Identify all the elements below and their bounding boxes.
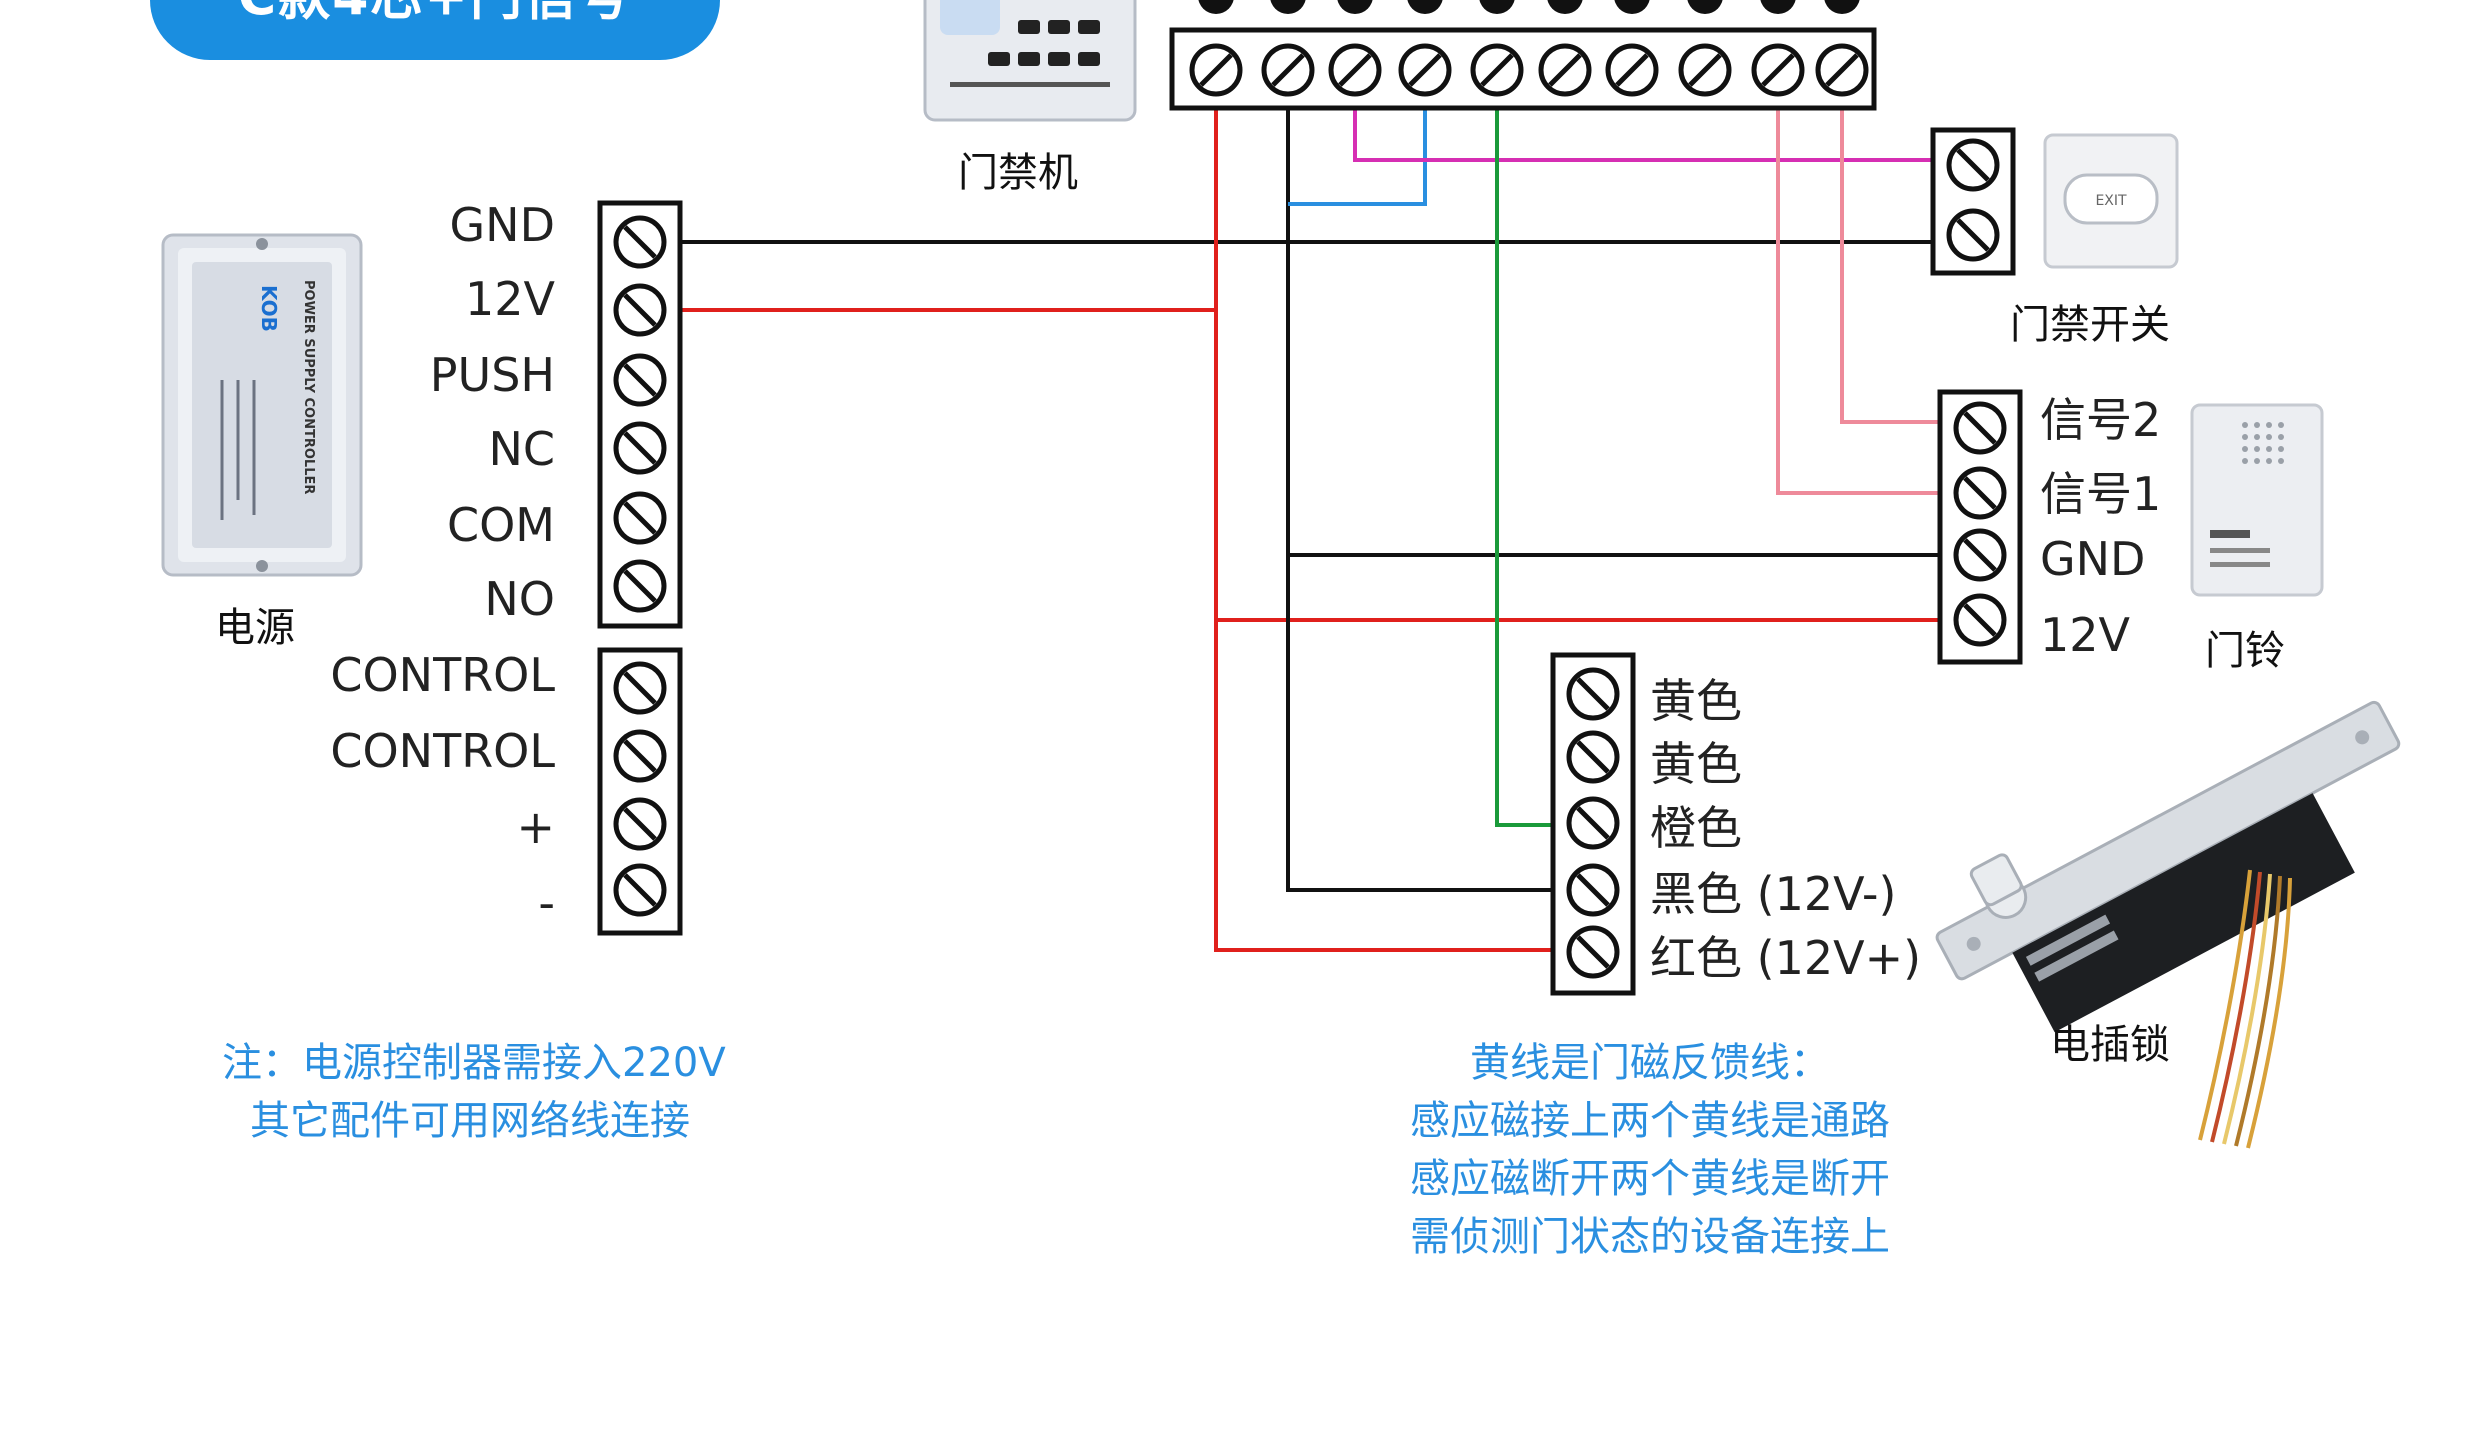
wire-magenta xyxy=(1353,110,1933,162)
terminal-label-nc: NC xyxy=(488,422,555,476)
access-controller-image xyxy=(923,0,1137,122)
controller-label: 门禁机 xyxy=(958,150,1078,196)
terminal-label-doorbell-gnd: GND xyxy=(2040,532,2146,586)
diagram-title: C款4芯+门信号 xyxy=(150,0,720,30)
svg-text:EXIT: EXIT xyxy=(2095,193,2127,209)
terminal-label-minus: - xyxy=(538,876,555,930)
lock-wire-red: 红色 (12V+) xyxy=(1650,931,1922,985)
terminal-label-plus: + xyxy=(516,800,555,854)
lock-wire-black: 黑色 (12V-) xyxy=(1650,867,1897,921)
note-right-line-1: 黄线是门磁反馈线： xyxy=(1470,1040,1830,1086)
exit-switch-label: 门禁开关 xyxy=(2010,302,2170,348)
wire-pink-signal1 xyxy=(1776,110,1940,495)
wires xyxy=(680,110,1940,952)
note-right-line-3: 感应磁断开两个黄线是断开 xyxy=(1410,1156,1890,1202)
terminal-label-no: NO xyxy=(484,572,555,626)
terminal-label-doorbell-12v: 12V xyxy=(2040,608,2131,662)
doorbell-label: 门铃 xyxy=(2205,628,2285,674)
power-terminal-block-2 xyxy=(597,647,683,936)
power-case-text: POWER SUPPLY CONTROLLER xyxy=(301,280,316,494)
note-right-line-2: 感应磁接上两个黄线是通路 xyxy=(1410,1098,1890,1144)
power-label: 电源 xyxy=(215,605,295,651)
wire-blue xyxy=(1288,110,1427,206)
lock-wire-yellow-1: 黄色 xyxy=(1650,674,1742,728)
note-left-line-1: 注：电源控制器需接入220V xyxy=(222,1040,726,1086)
doorbell-terminal-block xyxy=(1937,389,2023,665)
exit-switch-terminal-block xyxy=(1930,127,2016,276)
controller-terminal-block xyxy=(1169,0,1877,111)
terminal-label-gnd: GND xyxy=(449,198,555,252)
exit-switch-image: EXIT xyxy=(2043,133,2179,269)
lock-terminal-block xyxy=(1550,652,1636,996)
controller-top-terminals xyxy=(1198,0,1860,14)
terminal-label-control-2: CONTROL xyxy=(330,724,555,778)
note-left-line-2: 其它配件可用网络线连接 xyxy=(250,1098,690,1144)
electric-lock-image xyxy=(1935,700,2401,1149)
note-right-line-4: 需侦测门状态的设备连接上 xyxy=(1410,1214,1890,1260)
lock-wire-yellow-2: 黄色 xyxy=(1650,737,1742,791)
power-terminal-block xyxy=(597,200,683,629)
title-banner: C款4芯+门信号 xyxy=(150,0,720,60)
lock-wire-orange: 橙色 xyxy=(1650,801,1742,855)
wire-pink-signal2 xyxy=(1840,110,1940,424)
doorbell-image xyxy=(2190,403,2324,597)
terminal-label-signal2: 信号2 xyxy=(2040,393,2162,447)
wire-black-trunk xyxy=(1286,110,1553,892)
terminal-label-control-1: CONTROL xyxy=(330,648,555,702)
terminal-label-com: COM xyxy=(446,498,555,552)
wire-green xyxy=(1495,110,1553,827)
terminal-label-push: PUSH xyxy=(429,348,555,402)
terminal-label-signal1: 信号1 xyxy=(2040,467,2162,521)
power-brand-text: KOB xyxy=(257,285,281,332)
lock-label: 电插锁 xyxy=(2050,1022,2170,1068)
wire-red-trunk xyxy=(1214,110,1553,952)
power-supply-image: KOB POWER SUPPLY CONTROLLER xyxy=(161,233,363,577)
terminal-label-12v: 12V xyxy=(464,272,555,326)
